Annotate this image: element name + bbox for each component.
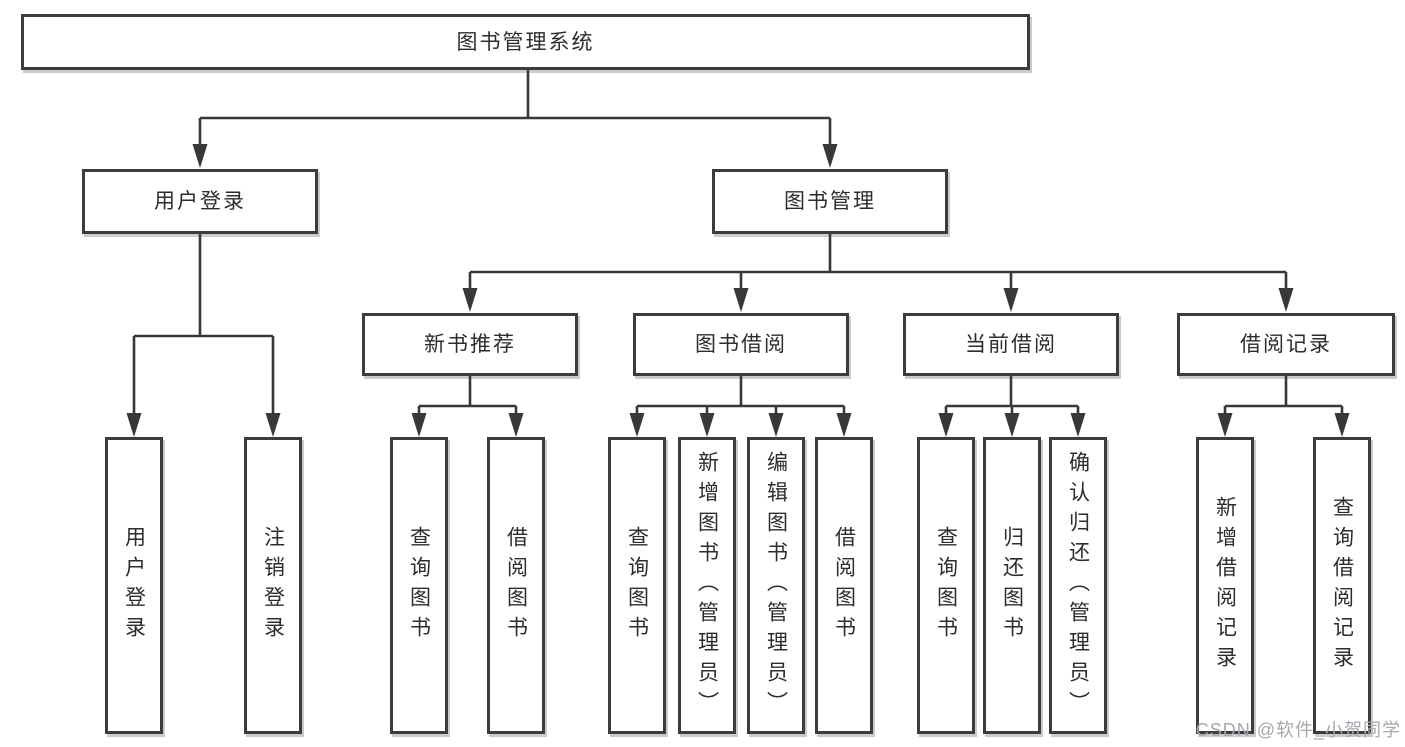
arrowhead-icon xyxy=(733,288,749,312)
arrowhead-icon xyxy=(411,413,427,437)
arrowhead-icon xyxy=(629,413,645,437)
arrowhead-icon xyxy=(836,413,852,437)
node-label: 查询图书 xyxy=(407,525,431,646)
arrowhead-icon xyxy=(508,413,524,437)
node-book-borrowing: 图书借阅 xyxy=(633,313,849,376)
leaf-query-books-current: 查询图书 xyxy=(917,437,975,734)
node-library-system: 图书管理系统 xyxy=(21,14,1030,70)
node-label: 新增借阅记录 xyxy=(1213,495,1237,676)
node-label: 查询借阅记录 xyxy=(1330,495,1354,676)
node-label: 注销登录 xyxy=(261,525,285,646)
node-borrowing-records: 借阅记录 xyxy=(1177,313,1395,376)
leaf-query-borrow-record: 查询借阅记录 xyxy=(1313,437,1371,734)
node-label: 图书借阅 xyxy=(695,333,787,356)
arrowhead-icon xyxy=(462,288,478,312)
arrowhead-icon xyxy=(1278,288,1294,312)
arrowhead-icon xyxy=(126,413,142,437)
arrowhead-icon xyxy=(699,413,715,437)
node-label: 确认归还（管理员） xyxy=(1066,450,1090,721)
leaf-edit-books-admin: 编辑图书（管理员） xyxy=(747,437,805,734)
leaf-query-books-recommend: 查询图书 xyxy=(390,437,448,734)
arrowhead-icon xyxy=(938,413,954,437)
leaf-borrow-books-borrowing: 借阅图书 xyxy=(815,437,873,734)
node-label: 图书管理系统 xyxy=(456,30,595,54)
arrowhead-icon xyxy=(1070,413,1086,437)
node-current-borrowing: 当前借阅 xyxy=(903,313,1119,376)
arrowhead-icon xyxy=(1217,413,1233,437)
node-label: 新增图书（管理员） xyxy=(695,450,719,721)
node-label: 当前借阅 xyxy=(965,333,1057,356)
node-book-management: 图书管理 xyxy=(712,169,948,234)
node-label: 新书推荐 xyxy=(424,333,516,356)
arrowhead-icon xyxy=(1334,413,1350,437)
leaf-add-books-admin: 新增图书（管理员） xyxy=(678,437,736,734)
csdn-watermark: CSDN @软件_小贺同学 xyxy=(1195,720,1401,740)
arrowhead-icon xyxy=(192,144,208,168)
node-label: 查询图书 xyxy=(934,525,958,646)
node-label: 查询图书 xyxy=(625,525,649,646)
leaf-confirm-return-admin: 确认归还（管理员） xyxy=(1049,437,1107,734)
node-label: 编辑图书（管理员） xyxy=(764,450,788,721)
leaf-user-login: 用户登录 xyxy=(105,437,163,734)
node-label: 借阅图书 xyxy=(504,525,528,646)
node-user-login: 用户登录 xyxy=(82,169,318,234)
node-new-book-recommend: 新书推荐 xyxy=(362,313,578,376)
arrowhead-icon xyxy=(1004,413,1020,437)
node-label: 图书管理 xyxy=(784,190,876,213)
leaf-borrow-books-recommend: 借阅图书 xyxy=(487,437,545,734)
arrowhead-icon xyxy=(1003,288,1019,312)
arrowhead-icon xyxy=(822,144,838,168)
node-label: 用户登录 xyxy=(154,190,246,213)
leaf-add-borrow-record: 新增借阅记录 xyxy=(1196,437,1254,734)
leaf-logout: 注销登录 xyxy=(244,437,302,734)
leaf-query-books-borrowing: 查询图书 xyxy=(608,437,666,734)
node-label: 用户登录 xyxy=(122,525,146,646)
node-label: 借阅图书 xyxy=(832,525,856,646)
node-label: 借阅记录 xyxy=(1240,333,1332,356)
node-label: 归还图书 xyxy=(1000,525,1024,646)
leaf-return-books: 归还图书 xyxy=(983,437,1041,734)
arrowhead-icon xyxy=(265,413,281,437)
arrowhead-icon xyxy=(768,413,784,437)
